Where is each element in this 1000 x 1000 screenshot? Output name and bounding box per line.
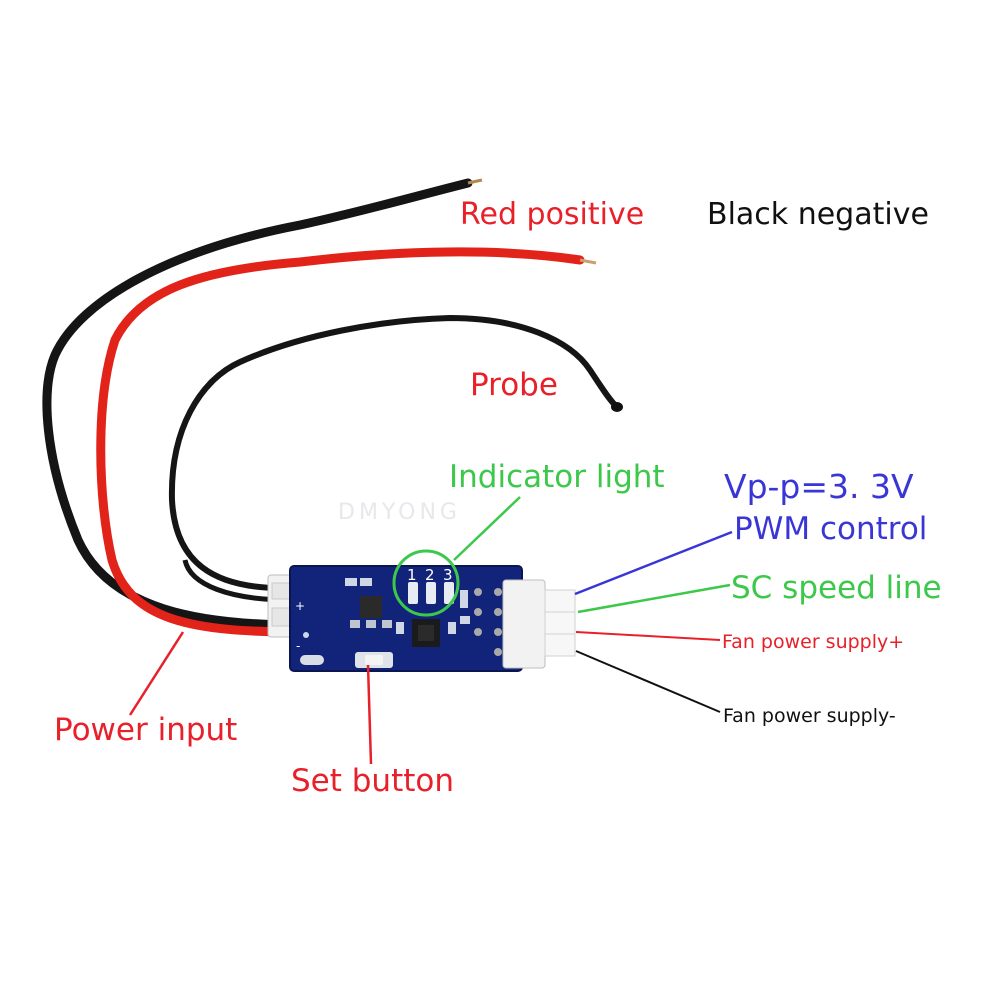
label-pwm-control: PWM control [734, 511, 928, 547]
label-set-button: Set button [291, 763, 455, 799]
pcb-board [289, 565, 523, 672]
polarity-minus: - [296, 639, 300, 653]
label-fan-power-minus: Fan power supply- [723, 705, 896, 727]
red-wire [96, 247, 597, 637]
label-vpp: Vp-p=3. 3V [724, 467, 914, 506]
label-red-positive: Red positive [460, 197, 645, 232]
led-number-1: 1 [407, 566, 417, 584]
leader-lines [128, 496, 733, 765]
fan-connector [502, 579, 576, 669]
indicator-highlight-circle [392, 549, 460, 617]
label-sc-speed-line: SC speed line [731, 570, 942, 606]
polarity-plus: + [295, 599, 305, 613]
label-probe: Probe [470, 367, 558, 403]
led-number-2: 2 [425, 566, 435, 584]
watermark: DMYONG [338, 500, 461, 525]
led-number-3: 3 [443, 566, 453, 584]
label-power-input: Power input [54, 712, 238, 748]
label-fan-power-plus: Fan power supply+ [722, 631, 905, 653]
label-black-negative: Black negative [707, 197, 929, 232]
label-indicator-light: Indicator light [449, 459, 665, 495]
